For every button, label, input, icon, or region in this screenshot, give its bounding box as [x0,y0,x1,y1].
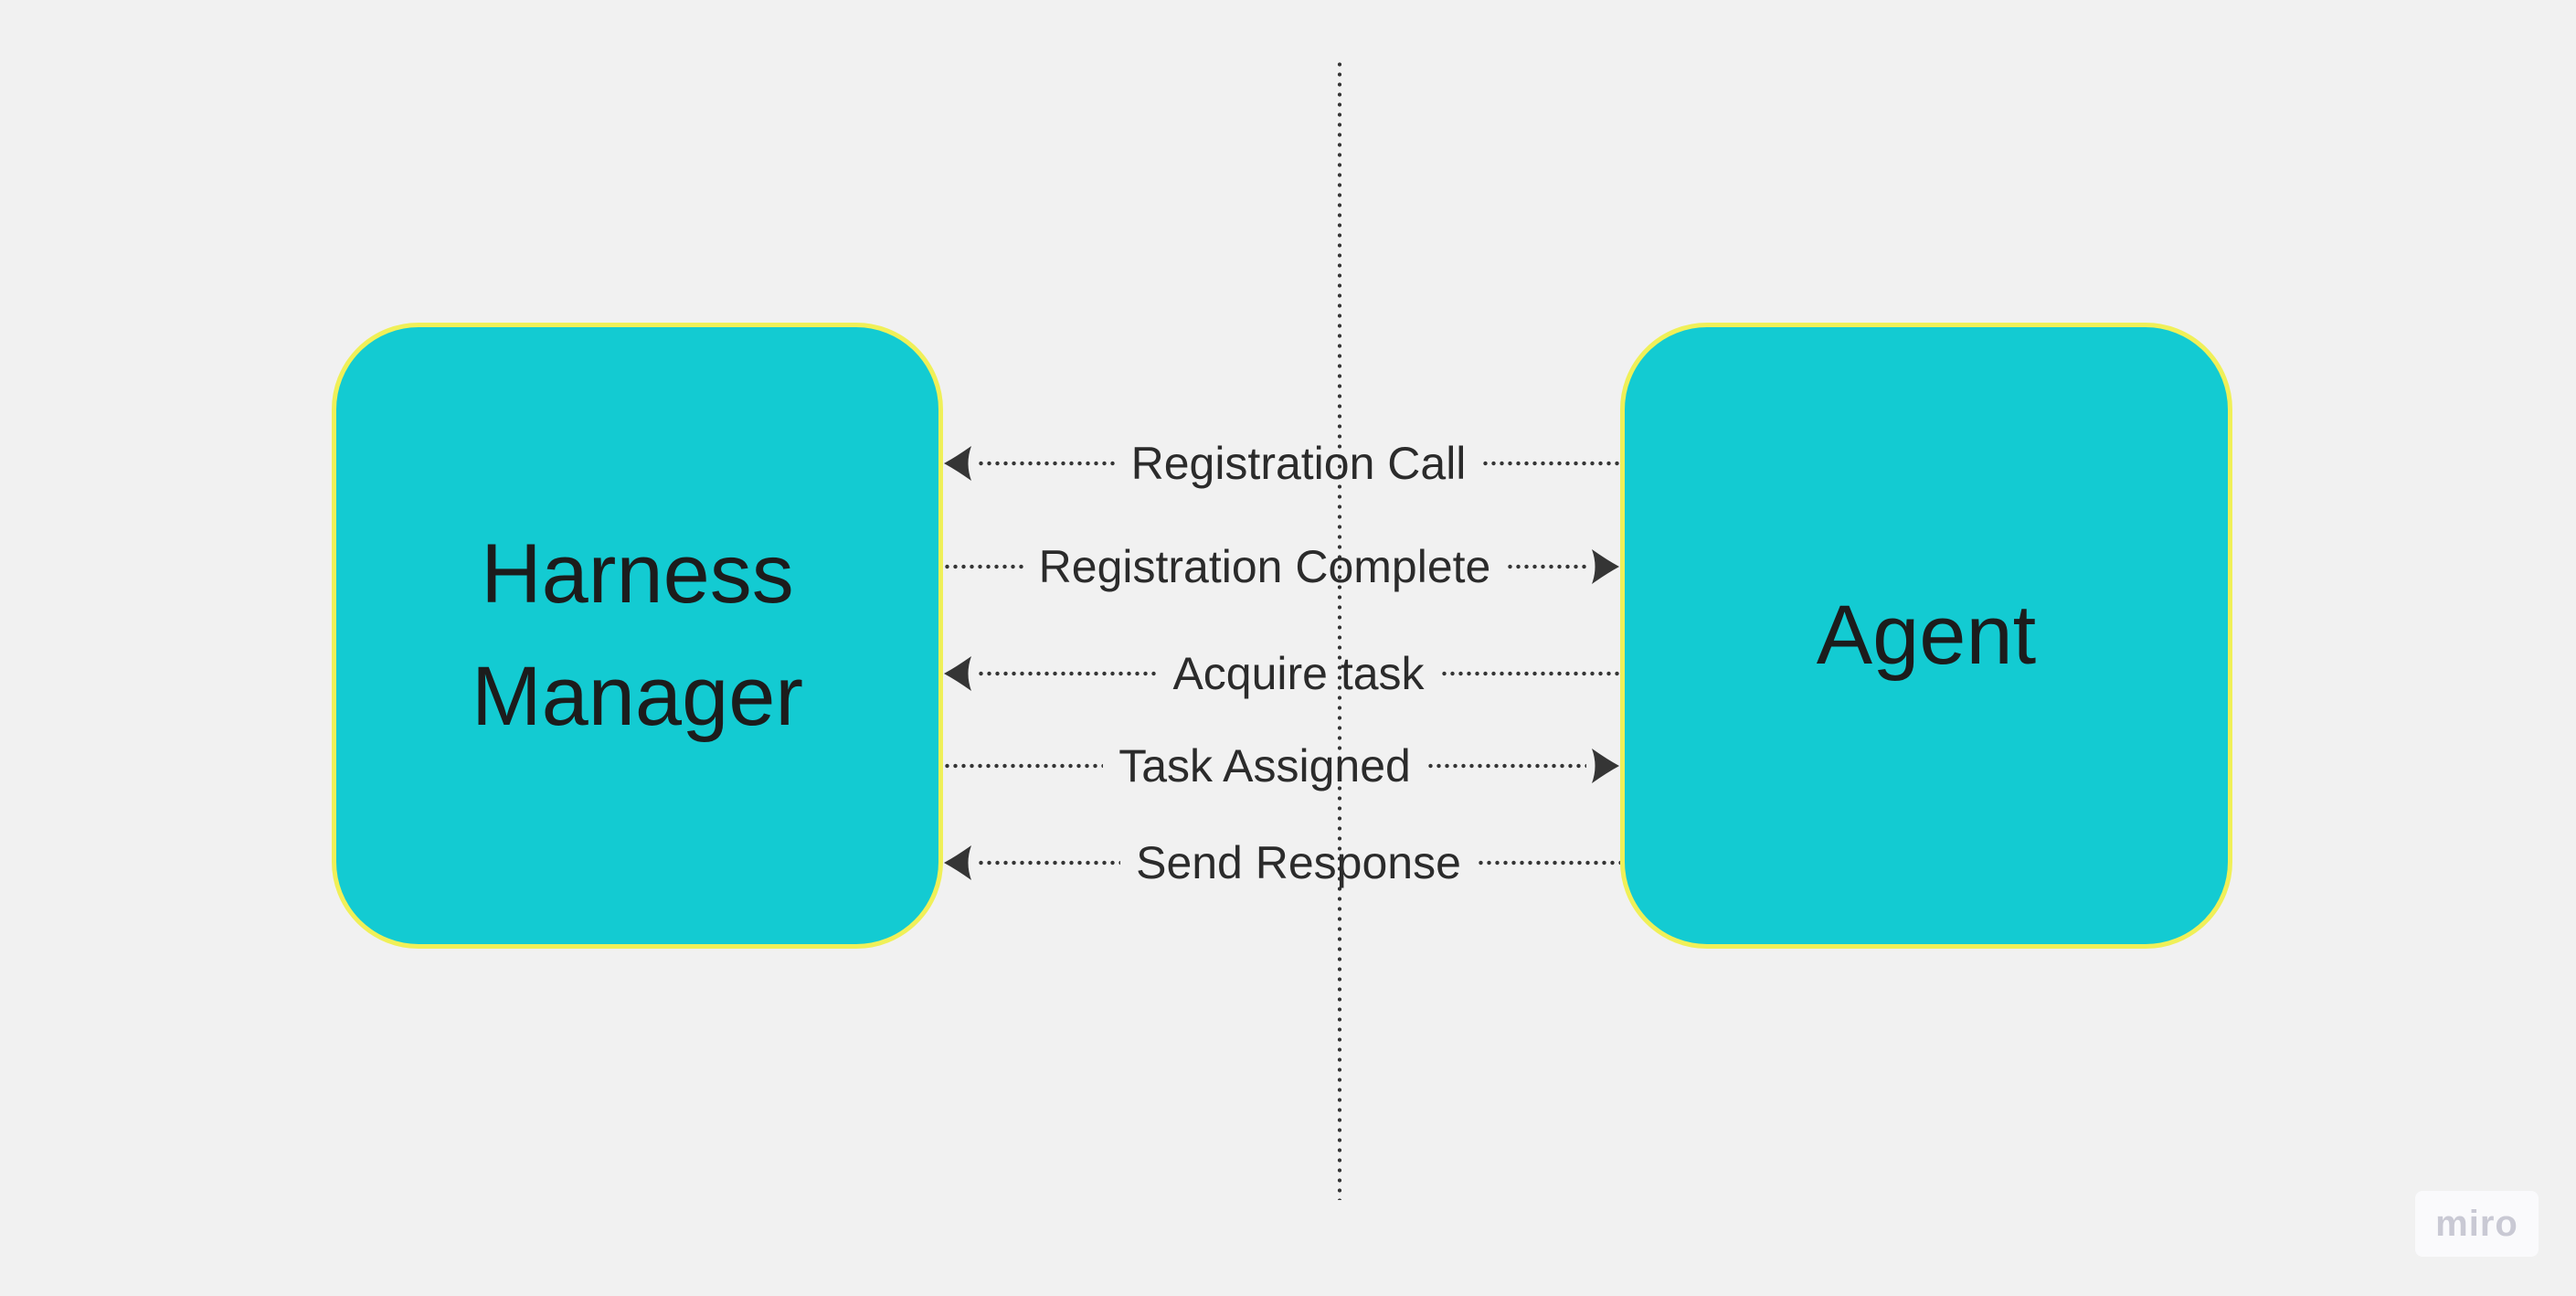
node-harness-manager-label: Harness Manager [471,527,804,743]
arrowhead-left-icon [944,446,971,481]
node-harness-manager[interactable]: Harness Manager [332,323,943,949]
message-label: Registration Call [1130,438,1467,489]
dotted-segment [1439,671,1620,676]
dotted-segment [977,671,1158,676]
message-label: Task Assigned [1118,740,1411,791]
arrowhead-left-icon [944,656,971,691]
connector-registration-call[interactable]: Registration Call [943,438,1621,489]
dotted-segment [1426,763,1587,769]
node-agent-label: Agent [1816,588,2037,682]
connector-task-assigned[interactable]: Task Assigned [943,743,1620,789]
miro-logo: miro [2435,1203,2518,1244]
node-agent[interactable]: Agent [1620,323,2232,949]
message-label: Registration Complete [1038,541,1491,592]
message-label: Acquire task [1172,648,1425,699]
arrowhead-right-icon [1592,749,1620,783]
dotted-segment [943,564,1023,569]
arrowhead-left-icon [944,845,971,880]
message-label: Send Response [1136,837,1461,888]
arrowhead-right-icon [1592,549,1619,584]
connector-acquire-task[interactable]: Acquire task [943,651,1620,696]
dotted-segment [943,763,1104,769]
connector-registration-complete[interactable]: Registration Complete [943,544,1620,590]
dotted-segment [1506,564,1586,569]
dotted-segment [1476,860,1620,866]
dotted-segment [977,461,1116,466]
miro-watermark: miro [2415,1191,2539,1257]
dotted-segment [977,860,1121,866]
center-divider-line[interactable] [1337,59,1342,1200]
dotted-segment [1481,461,1621,466]
connector-send-response[interactable]: Send Response [943,840,1620,886]
